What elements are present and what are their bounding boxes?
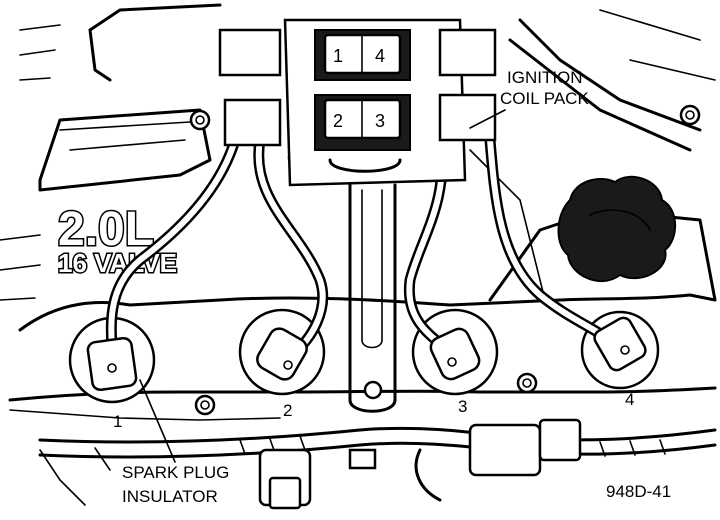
coil-tower-1: 1 [333, 46, 343, 66]
insulator-leader-line [139, 379, 176, 463]
coil-pack-label-line1: IGNITION [507, 68, 583, 87]
engine-badge-main: 2.0L [58, 203, 154, 256]
coil-tower-3: 3 [375, 111, 385, 131]
ignition-coil-pack: 1 4 2 3 [218, 18, 497, 187]
wiring-harness [38, 418, 717, 510]
coil-bracket-strap [348, 183, 397, 413]
engine-badge: 2.0L 16 VALVE [57, 202, 179, 280]
figure-id: 948D-41 [606, 482, 671, 501]
insulator-label-line1: SPARK PLUG [122, 463, 229, 482]
coil-tower-2: 2 [333, 111, 343, 131]
insulator-label-line2: INSULATOR [122, 487, 218, 506]
spark-plug-number-3: 3 [458, 397, 467, 416]
spark-plug-numbers: 1 2 3 4 [113, 390, 634, 431]
spark-plug-number-4: 4 [625, 390, 634, 409]
spark-plug-number-1: 1 [113, 412, 122, 431]
oil-filler-cap [557, 175, 677, 282]
spark-plug-number-2: 2 [283, 401, 292, 420]
coil-tower-4: 4 [375, 46, 385, 66]
ignition-cables [105, 134, 621, 358]
spark-plug-boots [86, 316, 647, 392]
coil-pack-leader-line [469, 109, 506, 129]
spark-plug-insulator-label: SPARK PLUG INSULATOR [118, 379, 240, 510]
coil-pack-label-line2: COIL PACK [500, 89, 589, 108]
engine-badge-sub: 16 VALVE [58, 248, 177, 278]
ignition-coil-pack-label: IGNITION COIL PACK [469, 68, 589, 129]
